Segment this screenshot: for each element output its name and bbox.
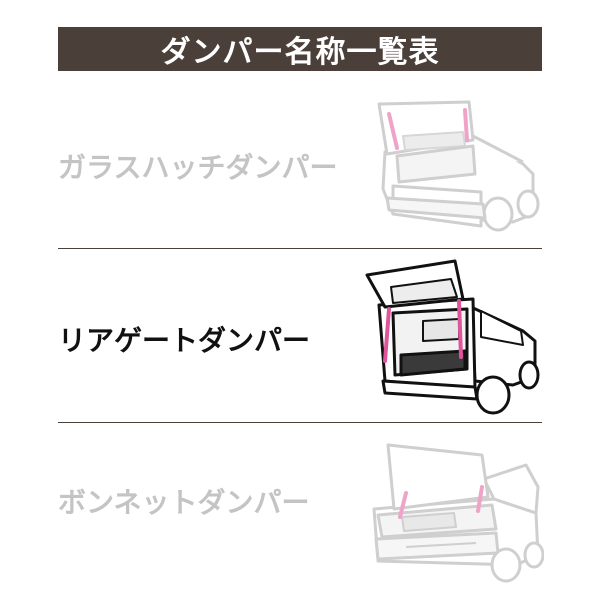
damper-item-label: リアゲートダンパー <box>58 324 311 357</box>
damper-item-bonnet[interactable]: ボンネットダンパー <box>58 423 544 593</box>
bonnet-car-icon <box>372 443 544 583</box>
divider <box>58 422 542 423</box>
rear-glass-hatch-car-icon <box>377 100 540 232</box>
damper-item-label: ガラスハッチダンパー <box>58 151 338 184</box>
page-title: ダンパー名称一覧表 <box>58 27 542 71</box>
rear-gate-car-icon <box>365 259 540 415</box>
divider <box>58 248 542 249</box>
damper-item-glass-hatch[interactable]: ガラスハッチダンパー <box>58 82 542 248</box>
damper-item-rear-gate[interactable]: リアゲートダンパー <box>58 249 542 422</box>
damper-item-label: ボンネットダンパー <box>58 486 310 519</box>
